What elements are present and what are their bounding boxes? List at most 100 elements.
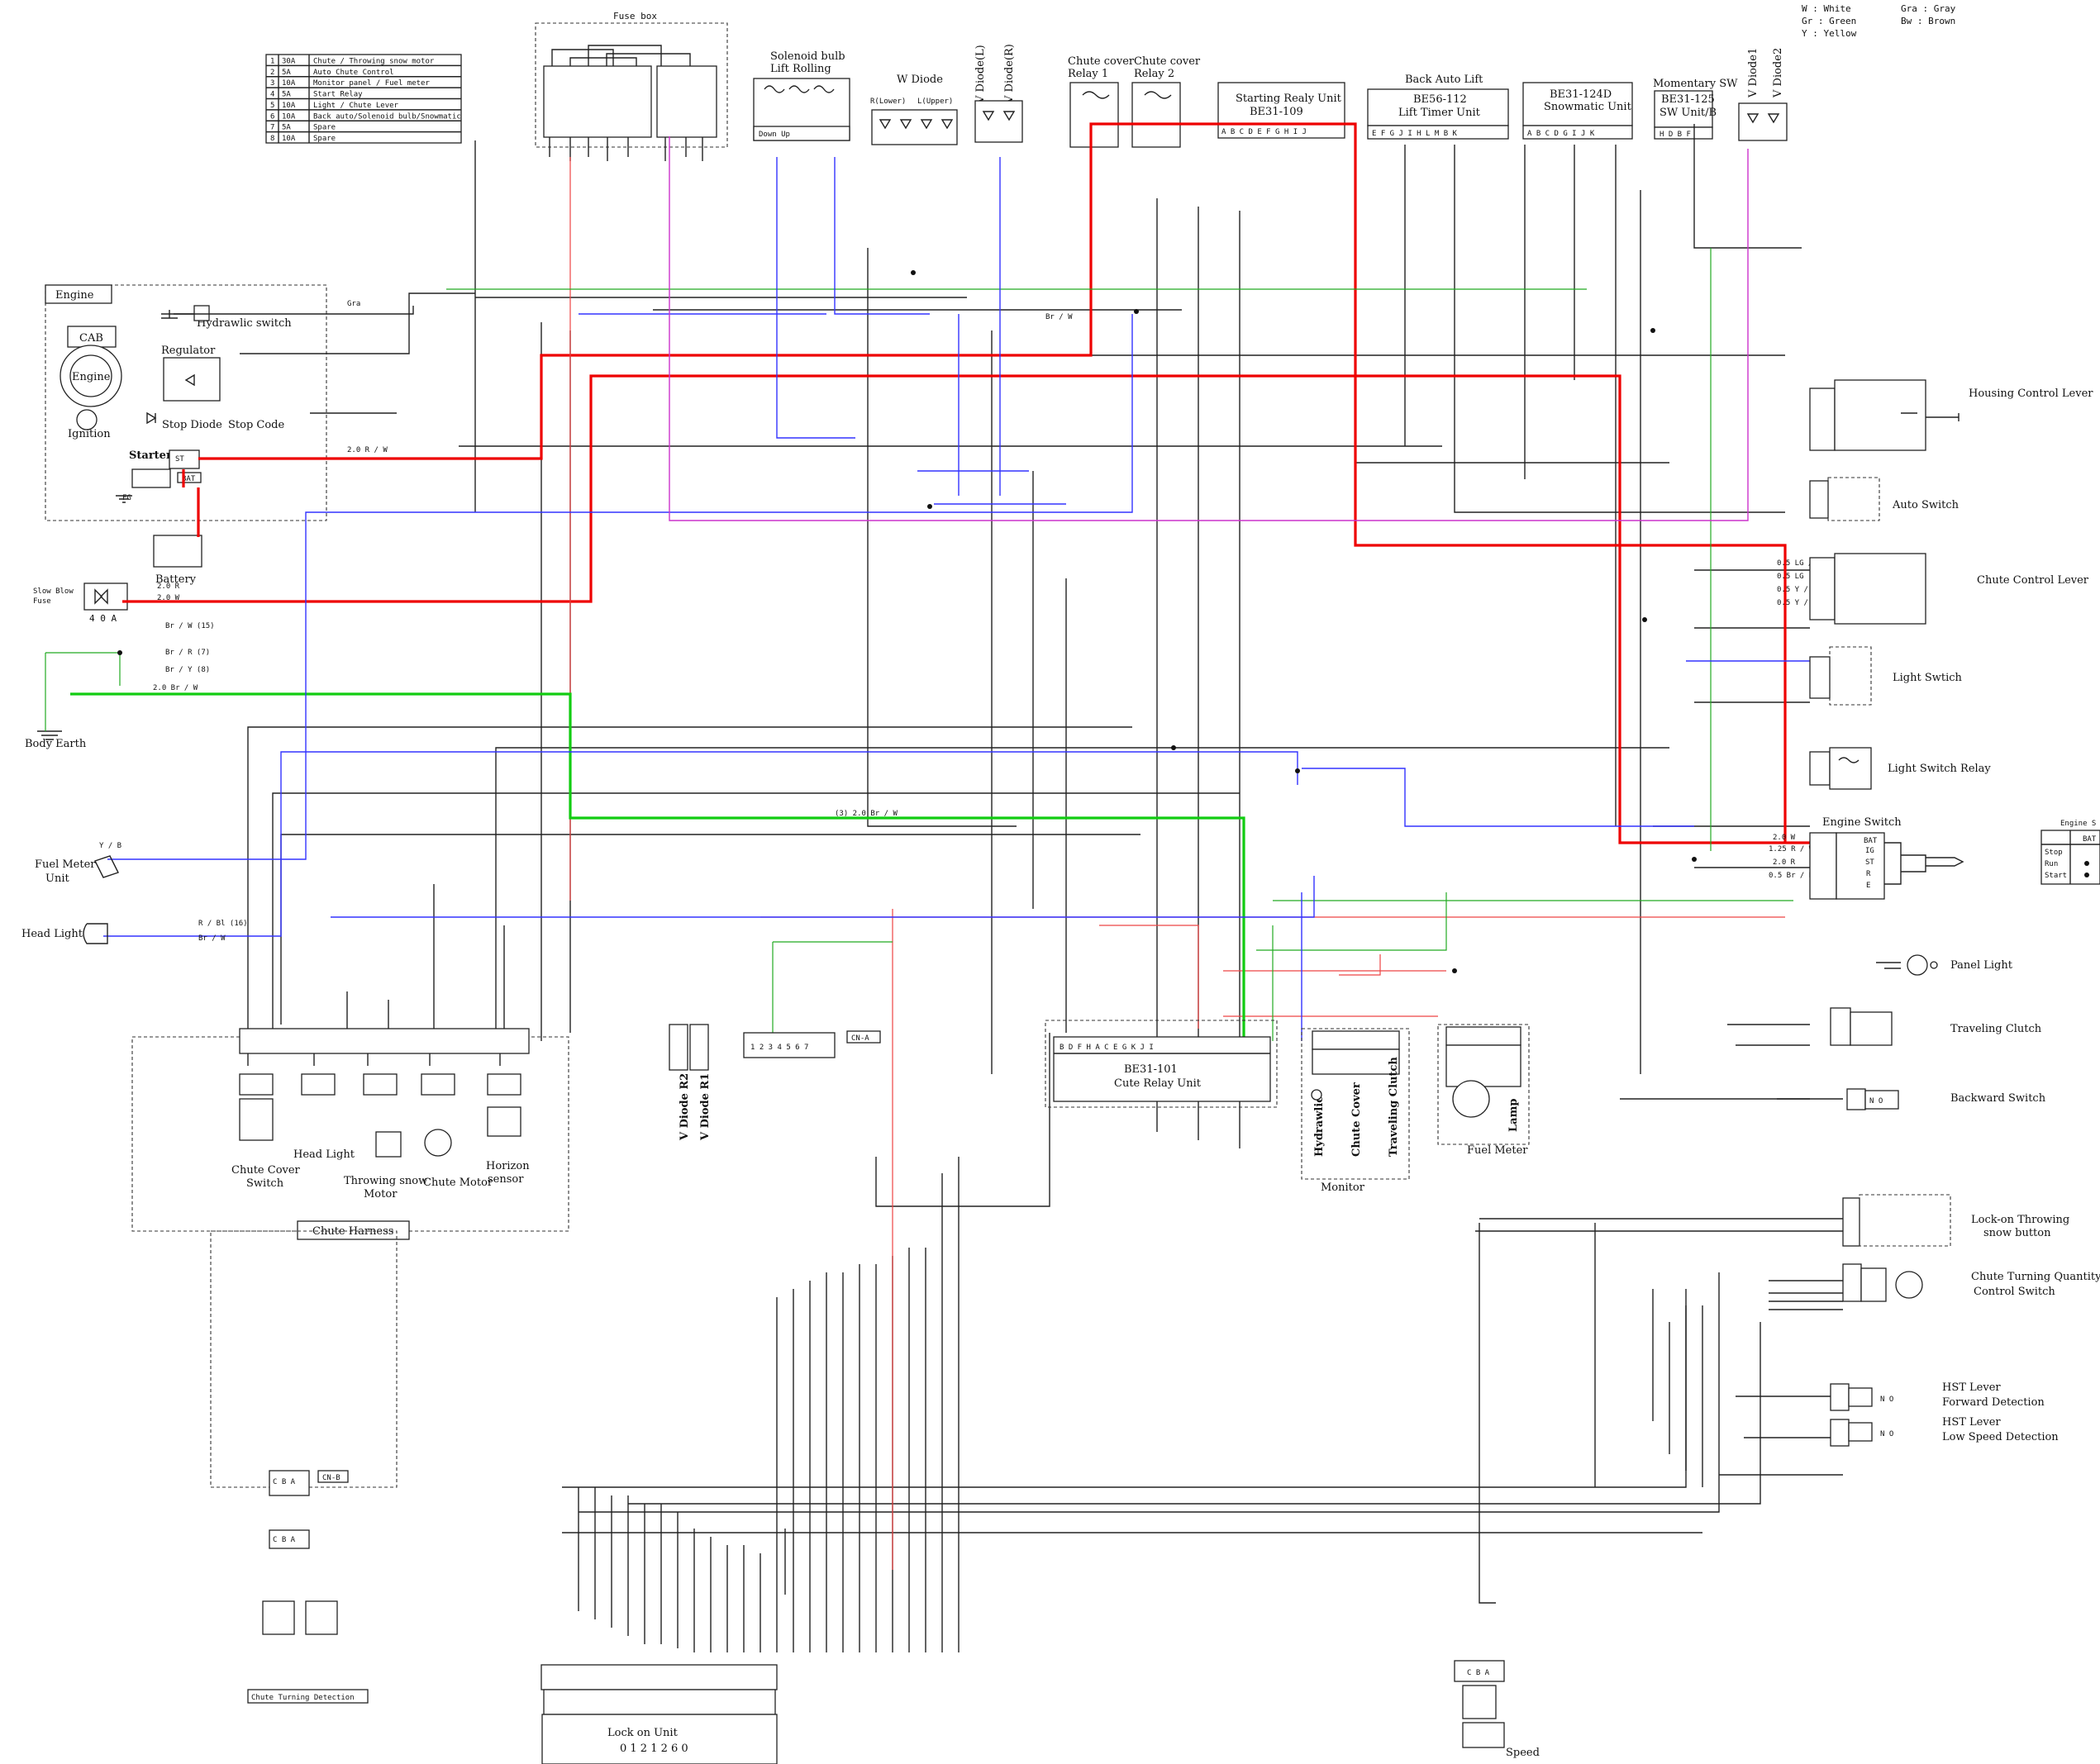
hst-lever-forward: N O HST Lever Forward Detection (1830, 1381, 2045, 1411)
label-w8: Br / Y (8) (165, 666, 210, 674)
panel-light-label: Panel Light (1950, 959, 2013, 972)
backward-label: Backward Switch (1950, 1092, 2046, 1105)
svg-text:N O: N O (1880, 1430, 1893, 1438)
back-auto-lift-unit: Back Auto Lift BE56-112 Lift Timer Unit … (1367, 74, 1509, 140)
backward-switch: N O Backward Switch (1846, 1088, 2046, 1110)
auto-switch-label: Auto Switch (1892, 499, 1960, 511)
chute-relay2-l1: Chute cover (1134, 55, 1201, 68)
w-diode-sub-r: R(Lower) (870, 97, 906, 106)
svg-text:R: R (1866, 870, 1871, 878)
fuse-row-desc: Spare (313, 135, 336, 143)
fuse-row-amps: 10A (282, 135, 296, 143)
wires-magenta (669, 136, 1749, 521)
legend-line-gr: Gr : Green (1802, 16, 1856, 26)
svg-text:C B A: C B A (273, 1478, 296, 1486)
housing-label: Housing Control Lever (1969, 388, 2093, 400)
fuse-box: Fuse box (535, 11, 728, 161)
svg-text:E: E (1866, 882, 1870, 890)
v-diode-r2-r1: V Diode R2 V Diode R1 (669, 1024, 712, 1141)
label-i3: 0.5 Y / Bl (1777, 599, 1821, 607)
snowmatic-l1: BE31-124D (1550, 88, 1612, 101)
hst-fwd-l2: Forward Detection (1942, 1396, 2045, 1409)
fuse-row-desc: Start Relay (313, 91, 363, 99)
lockon-button: Lock-on Throwing snow button (1842, 1194, 2069, 1247)
stop-diode-label: Stop Diode (162, 419, 222, 431)
cn-a-label: CN-A (851, 1034, 869, 1043)
starting-relay-l2: BE31-109 (1250, 106, 1303, 118)
fuse-label-2: Fuse (33, 597, 51, 606)
hst-low-l2: Low Speed Detection (1942, 1431, 2059, 1443)
label-w15: Br / W (15) (165, 622, 215, 630)
es-table-title: Engine S (2060, 820, 2096, 828)
label-w3b: (3) 2.0 Br / W (835, 810, 898, 818)
es-row-start: Start (2045, 872, 2067, 880)
body-earth: Body Earth (25, 730, 87, 750)
fuel-meter-l1: Fuel Meter (35, 858, 96, 871)
v-diode2-label: V Diode2 (1772, 48, 1784, 98)
wire-labels: 2.0 R / W 2.0 R 2.0 W Br / W (15) Br / R… (99, 300, 1826, 943)
solenoid-label-2: Lift Rolling (770, 63, 831, 75)
body-earth-label: Body Earth (25, 738, 87, 750)
w-diode-sub-l: L(Upper) (917, 97, 953, 106)
fuse-row-amps: 5A (282, 69, 291, 77)
starting-relay-unit: Starting Realy Unit BE31-109 A B C D E F… (1217, 82, 1345, 139)
light-switch-relay: Light Switch Relay (1809, 747, 1991, 790)
v-diode-r2-label: V Diode R2 (679, 1073, 691, 1141)
svg-text:N O: N O (1869, 1097, 1883, 1105)
ccs-l2: Switch (246, 1177, 284, 1190)
legend-line-bw: Bw : Brown (1901, 16, 1955, 26)
fuel-meter-l2: Unit (45, 872, 69, 885)
label-fuel: Y / B (99, 842, 121, 850)
cute-relay-unit: B D F H A C E G K J I BE31-101 Cute Rela… (1045, 1020, 1278, 1108)
speed-sensor: C B A Speed (1454, 1660, 1540, 1759)
auto-switch: Auto Switch (1809, 477, 1960, 521)
label-brw: Br / W (198, 934, 226, 943)
fuse-row-desc: Monitor panel / Fuel meter (313, 79, 430, 88)
ctq-l2: Control Switch (1974, 1286, 2055, 1298)
label-es1: 1.25 R / W (1769, 845, 1814, 853)
lock-on-l1: Lock on Unit (607, 1727, 679, 1739)
svg-text:ST: ST (175, 455, 184, 464)
svg-text:ST: ST (1865, 858, 1874, 867)
panel-light: Panel Light (1876, 954, 2013, 976)
monitor-item-1: Chute Cover (1350, 1082, 1363, 1157)
cute-relay-l2: Cute Relay Unit (1114, 1077, 1202, 1090)
fuse-row-number: 3 (270, 79, 274, 88)
hydraulic-label: Hydrawlic switch (197, 317, 292, 330)
cute-relay-pins: B D F H A C E G K J I (1060, 1044, 1154, 1052)
fuse-row-number: 7 (270, 124, 274, 132)
fuel-meter-bottom-label: Fuel Meter (1467, 1144, 1528, 1157)
color-legend: W : White Gr : Green Y : Yellow Gra : Gr… (1802, 3, 1956, 39)
fuse-row-desc: Chute / Throwing snow motor (313, 57, 435, 65)
v-diode-1-2: V Diode1 V Diode2 (1738, 48, 1788, 141)
momentary-l1: Momentary SW (1653, 78, 1738, 90)
v-diode-l-label: V Diode(L) (974, 45, 987, 104)
head-light-left-label: Head Light (21, 928, 83, 940)
engine-switch-label: Engine Switch (1822, 816, 1902, 829)
label-i2: 0.5 Y / W (1777, 586, 1817, 594)
fuel-meter-gauge: Lamp Fuel Meter (1437, 1024, 1530, 1157)
fuse-row-number: 8 (270, 135, 274, 143)
junction-nodes (117, 270, 1697, 973)
chute-relays: Chute cover Relay 1 Chute cover Relay 2 (1068, 55, 1201, 148)
snowmatic-l2: Snowmatic Unit (1544, 101, 1632, 113)
cm-label: Chute Motor (423, 1177, 493, 1189)
chute-turn-qty-switch: Chute Turning Quantity Control Switch (1842, 1263, 2100, 1302)
chute-harness-group: Chute Cover Switch Head Light Throwing s… (131, 1028, 569, 1488)
cab-label: CAB (79, 332, 103, 345)
speed-label: Speed (1506, 1747, 1540, 1759)
fuse-rating: 4 0 A (89, 613, 117, 624)
fuse-row-amps: 10A (282, 79, 296, 88)
label-w1: 2.0 R (157, 582, 180, 591)
fuse-row-desc: Auto Chute Control (313, 69, 394, 77)
legend-line-y: Y : Yellow (1802, 28, 1857, 39)
monitor-unit: Hydrawlic Chute Cover Traveling Clutch M… (1301, 1028, 1410, 1194)
svg-text:H D B F: H D B F (1660, 131, 1691, 139)
label-i0: 0.5 LG / Br (1777, 559, 1826, 568)
engine-switch: Engine Switch BAT IG ST R E (1809, 816, 1964, 900)
label-es3: 0.5 Br / R (1769, 872, 1814, 880)
snowmatic-unit: BE31-124D Snowmatic Unit A B C D G I J K (1522, 82, 1633, 140)
stop-code-label: Stop Code (228, 419, 285, 431)
ctd-label: Chute Turning Detection (251, 1694, 355, 1702)
fuse-row-number: 5 (270, 102, 274, 110)
